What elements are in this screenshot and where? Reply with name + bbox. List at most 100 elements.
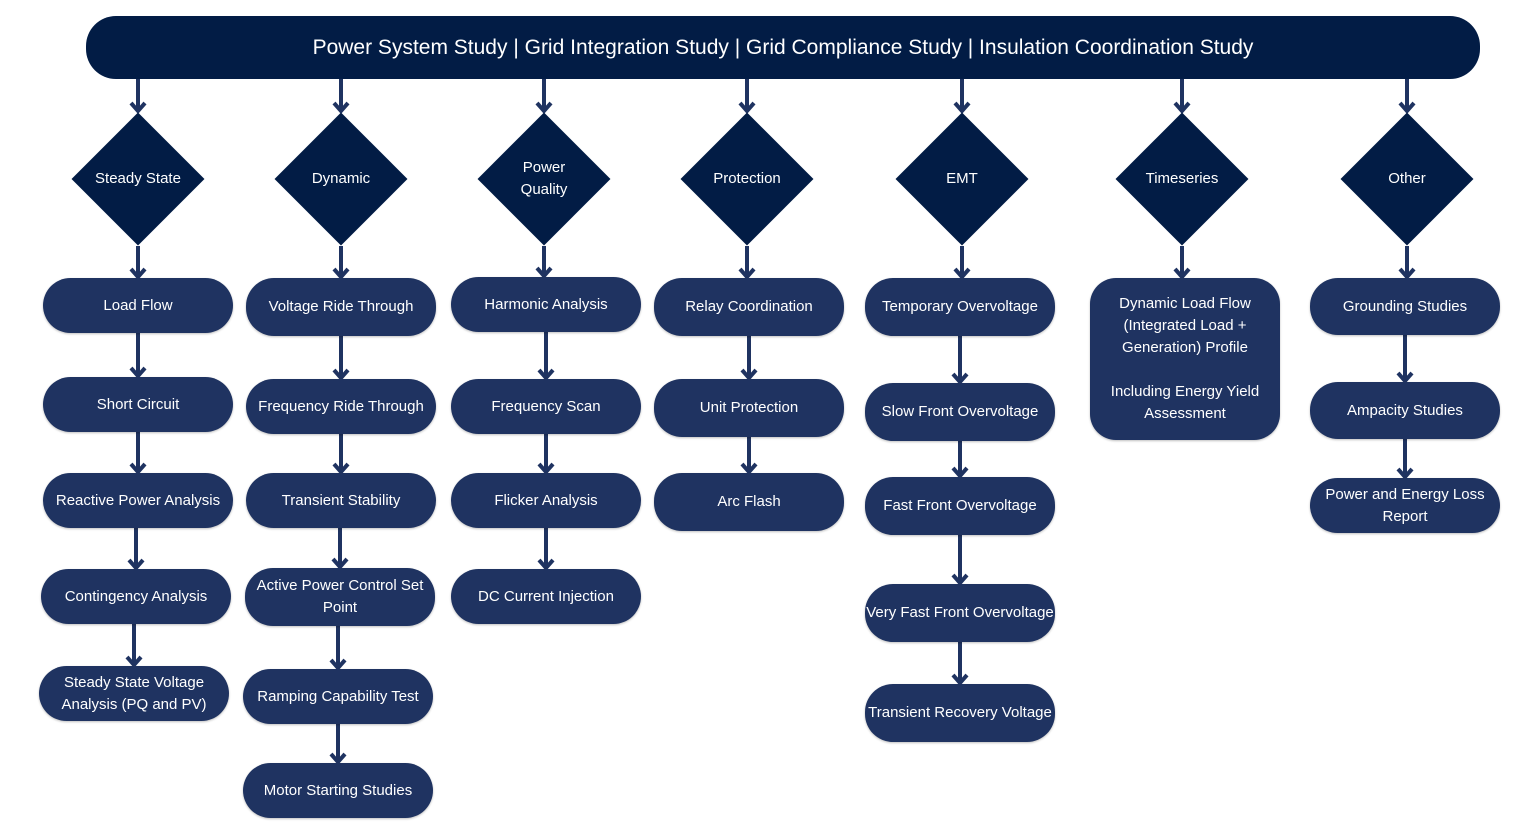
- arrow-power-quality-0: [535, 246, 553, 280]
- arrow-power-quality-1: [537, 332, 555, 382]
- study-node: Ampacity Studies: [1310, 382, 1500, 439]
- arrow-emt-4: [951, 642, 969, 687]
- study-node: Active Power Control Set Point: [245, 568, 435, 626]
- category-emt: EMT: [895, 112, 1029, 246]
- arrow-steady-state-1: [129, 333, 147, 380]
- study-label: Active Power Control Set Point: [256, 577, 424, 616]
- arrow-other-1: [1396, 335, 1414, 385]
- study-label: Slow Front Overvoltage: [881, 403, 1039, 420]
- study-label: Arc Flash: [717, 493, 781, 510]
- arrow-header-to-emt: [953, 79, 971, 115]
- arrow-steady-state-4: [125, 624, 143, 669]
- study-label: Motor Starting Studies: [263, 781, 413, 799]
- study-node: Voltage Ride Through: [246, 278, 436, 336]
- arrow-dynamic-0: [332, 246, 350, 281]
- category-dynamic: Dynamic: [274, 112, 408, 246]
- category-label: Steady State: [95, 170, 181, 187]
- arrow-header-to-dynamic: [332, 79, 350, 115]
- arrow-protection-2: [740, 437, 758, 476]
- arrow-steady-state-0: [129, 246, 147, 281]
- arrow-header-to-power-quality: [535, 79, 553, 115]
- study-node: Unit Protection: [654, 379, 844, 437]
- study-label: Transient Recovery Voltage: [868, 704, 1052, 721]
- study-label: Ramping Capability Test: [257, 687, 419, 705]
- study-node: Temporary Overvoltage: [865, 278, 1055, 336]
- category-power-quality: Power Quality: [477, 112, 611, 246]
- arrow-dynamic-2: [332, 434, 350, 476]
- study-node: Grounding Studies: [1310, 278, 1500, 335]
- study-node: Flicker Analysis: [451, 473, 641, 528]
- study-label: Ampacity Studies: [1347, 401, 1463, 419]
- category-label: Other: [1388, 170, 1426, 187]
- study-label: Steady State Voltage Analysis (PQ and PV…: [61, 673, 207, 713]
- study-label: Transient Stability: [281, 491, 401, 509]
- study-node: Reactive Power Analysis: [43, 473, 233, 528]
- study-label: Frequency Ride Through: [258, 397, 424, 415]
- arrow-header-to-other: [1398, 79, 1416, 115]
- arrow-header-to-steady-state: [129, 79, 147, 115]
- study-label: Very Fast Front Overvoltage: [866, 604, 1054, 621]
- study-node: Transient Stability: [246, 473, 436, 528]
- study-label: Grounding Studies: [1342, 297, 1468, 315]
- arrow-steady-state-3: [127, 528, 145, 572]
- study-node: Relay Coordination: [654, 278, 844, 336]
- arrow-header-to-protection: [738, 79, 756, 115]
- category-other: Other: [1340, 112, 1474, 246]
- study-node: Ramping Capability Test: [243, 669, 433, 724]
- arrow-emt-0: [953, 246, 971, 281]
- arrow-steady-state-2: [129, 432, 147, 476]
- arrow-emt-3: [951, 535, 969, 587]
- arrow-emt-2: [951, 441, 969, 480]
- study-node: Transient Recovery Voltage: [865, 684, 1055, 742]
- category-label: Protection: [713, 170, 781, 187]
- arrow-protection-1: [740, 336, 758, 382]
- study-label: Load Flow: [103, 296, 173, 314]
- study-label: Fast Front Overvoltage: [883, 497, 1037, 514]
- study-node: Contingency Analysis: [41, 569, 231, 624]
- arrow-dynamic-1: [332, 336, 350, 382]
- study-node: Steady State Voltage Analysis (PQ and PV…: [39, 666, 229, 721]
- arrow-timeseries-0: [1173, 246, 1191, 281]
- header-banner: Power System Study | Grid Integration St…: [86, 16, 1480, 79]
- category-label: Dynamic: [311, 170, 371, 187]
- arrow-power-quality-3: [537, 528, 555, 572]
- study-node: Slow Front Overvoltage: [865, 383, 1055, 441]
- study-label: Frequency Scan: [491, 397, 601, 415]
- study-node: Arc Flash: [654, 473, 844, 531]
- study-node: Fast Front Overvoltage: [865, 477, 1055, 535]
- arrow-protection-0: [738, 246, 756, 281]
- study-label: Harmonic Analysis: [484, 295, 608, 313]
- study-label: Reactive Power Analysis: [55, 491, 221, 509]
- arrow-emt-1: [951, 336, 969, 386]
- arrow-power-quality-2: [537, 434, 555, 476]
- study-label: Dynamic Load Flow (Integrated Load + Gen…: [1110, 295, 1260, 422]
- header-title: Power System Study | Grid Integration St…: [312, 35, 1254, 59]
- study-label: Relay Coordination: [685, 298, 813, 315]
- study-label: Temporary Overvoltage: [882, 298, 1038, 315]
- category-label: Power Quality: [520, 159, 568, 198]
- study-node: Frequency Scan: [451, 379, 641, 434]
- study-label: Contingency Analysis: [64, 587, 208, 605]
- arrow-dynamic-3: [331, 528, 349, 571]
- study-label: Voltage Ride Through: [268, 298, 414, 315]
- study-label: Unit Protection: [699, 399, 799, 416]
- category-timeseries: Timeseries: [1115, 112, 1249, 246]
- study-node: Power and Energy Loss Report: [1310, 478, 1500, 533]
- study-node: Harmonic Analysis: [451, 277, 641, 332]
- category-label: EMT: [946, 170, 978, 187]
- study-label: Flicker Analysis: [494, 491, 598, 509]
- study-node: Dynamic Load Flow (Integrated Load + Gen…: [1090, 278, 1280, 440]
- arrow-header-to-timeseries: [1173, 79, 1191, 115]
- study-node: Very Fast Front Overvoltage: [865, 584, 1055, 642]
- category-steady-state: Steady State: [71, 112, 205, 246]
- category-label: Timeseries: [1145, 170, 1219, 187]
- study-node: Load Flow: [43, 278, 233, 333]
- study-label: DC Current Injection: [478, 587, 614, 605]
- study-node: Short Circuit: [43, 377, 233, 432]
- arrow-other-2: [1396, 439, 1414, 481]
- study-label: Power and Energy Loss Report: [1325, 485, 1485, 525]
- study-node: DC Current Injection: [451, 569, 641, 624]
- arrow-dynamic-5: [329, 724, 347, 766]
